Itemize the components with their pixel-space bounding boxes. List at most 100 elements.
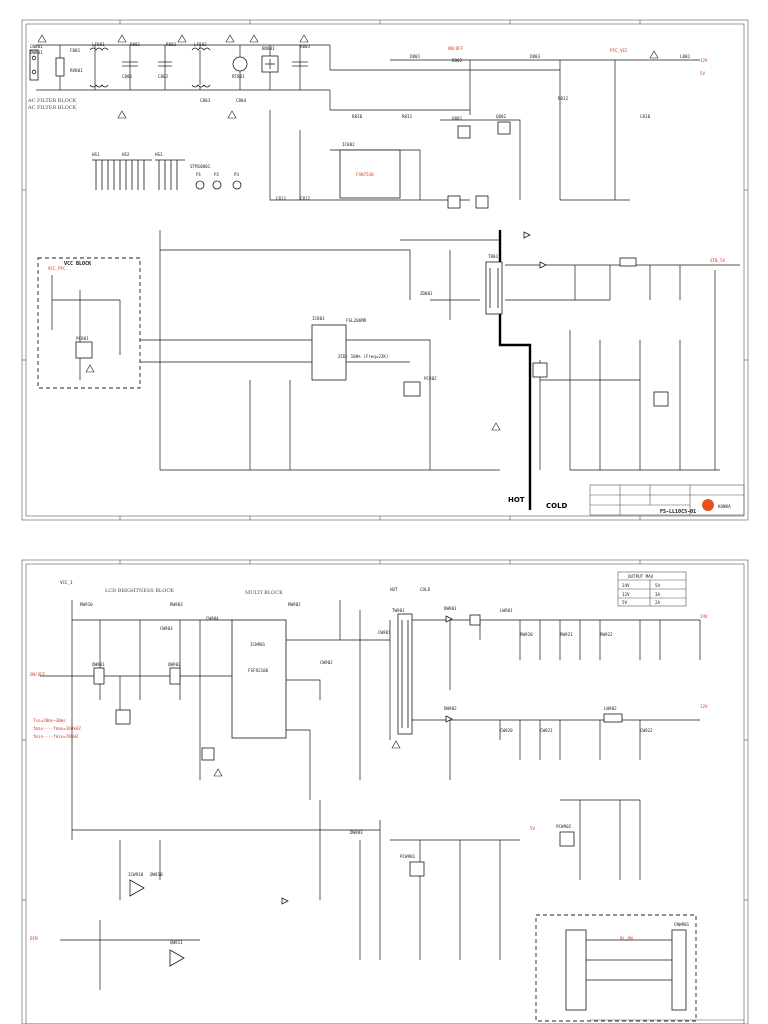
ref-label: TW901	[392, 608, 405, 613]
ref-label: R801	[130, 42, 141, 47]
ac-filter-block-label: AC FILTER BLOCK	[27, 98, 77, 104]
red-net-labels-top: ON/OFF PFC_VCC VCC_PFC STB_5V 12V 5V	[48, 46, 726, 271]
net-label: PFC_VCC	[610, 48, 628, 53]
ref-label: LF802	[194, 42, 207, 47]
secondary-diodes	[523, 231, 637, 269]
red-net-labels-bottom: 24V 12V 5V ON/OFF DIM BL_ON	[30, 614, 708, 941]
vcc-block-label: VCC BLOCK	[64, 261, 91, 267]
main-control-ic: FSL206MR ZCD: 100% (Freq=22K)	[311, 318, 388, 381]
resonant-transformer	[397, 613, 413, 735]
top-frame-ticks	[22, 20, 748, 520]
ref-label: RW902	[288, 602, 301, 607]
timing-notes: Tss=20ms~30ms fmax----fmax=160kHZ fmin--…	[33, 718, 81, 739]
ref-label: IC801	[312, 316, 325, 321]
ref-label: BD801	[262, 46, 275, 51]
ref-label: CW921	[540, 728, 553, 733]
ref-label: CNW901	[674, 922, 690, 927]
ref-label: DW902	[444, 706, 457, 711]
resonant-controller-ic: FSFR2100	[231, 619, 287, 739]
net-label: DIM	[30, 936, 38, 941]
ref-label: CN801	[30, 44, 43, 49]
ref-label: F801	[70, 48, 81, 53]
ref-label: D803	[530, 54, 541, 59]
ref-label: R802	[166, 42, 177, 47]
ref-label: LF801	[92, 42, 105, 47]
ref-label: DW801	[30, 50, 43, 55]
lcd-brightness-block-label: LCD BRIGHTNESS BLOCK	[105, 588, 174, 594]
ref-label: LW901	[500, 608, 513, 613]
timing-note: fmax----fmax=160kHZ	[33, 726, 81, 731]
ref-label: RW922	[600, 632, 613, 637]
hot-label: HOT	[508, 496, 525, 504]
output-row-voltage: 12V	[622, 592, 630, 597]
hot-label-bottom: HOT	[390, 587, 398, 592]
net-label: 5V	[700, 71, 706, 76]
heatsink-icons	[92, 159, 242, 190]
bottom-wiring	[40, 600, 701, 990]
konka-logo-text: KONKA	[718, 504, 731, 509]
component-labels-top: CN801 DW801 F801 RV801 LF801 LF802 C801 …	[30, 42, 691, 381]
ref-label: R811	[402, 114, 413, 119]
ref-label: C804	[236, 98, 247, 103]
ref-label: PCW902	[556, 824, 572, 829]
ref-label: HS1	[92, 152, 100, 157]
net-label: 12V	[700, 704, 708, 709]
ref-label: RW903	[170, 602, 183, 607]
vcc-block: VCC BLOCK	[37, 257, 141, 389]
ref-label: ICW901	[250, 642, 266, 647]
ref-label: RT801	[232, 74, 245, 79]
output-row-current: 2A	[655, 600, 661, 605]
ref-label: CW922	[640, 728, 653, 733]
ref-label: QW901	[92, 662, 105, 667]
top-sheet: AC FILTER BLOCK AC FILTER BLOCK FAN7530 …	[21, 19, 749, 521]
top-sheet-border	[21, 19, 749, 521]
main-transformer	[485, 261, 503, 315]
ref-label: ICW910	[128, 872, 144, 877]
ref-label: T801	[488, 254, 499, 259]
bottom-sheet-border	[21, 559, 749, 1024]
ref-label: PC802	[424, 376, 437, 381]
ref-label: STM10801	[190, 164, 211, 169]
ac-input-connector	[29, 49, 39, 81]
ref-label: C811	[276, 196, 287, 201]
ref-label: CW903	[160, 626, 173, 631]
output-connector-block	[535, 914, 697, 1022]
net-label: 24V	[700, 614, 708, 619]
ref-label: CW920	[500, 728, 513, 733]
ref-label: QW911	[170, 940, 183, 945]
net-label: STB_5V	[710, 258, 726, 263]
net-label: 12V	[700, 58, 708, 63]
ref-label: CW904	[206, 616, 219, 621]
optocouplers-top	[403, 362, 669, 407]
ref-label: C810	[640, 114, 651, 119]
ref-label: ZD801	[420, 291, 433, 296]
net-label: BL_ON	[620, 936, 633, 941]
warning-triangles-bottom	[213, 740, 401, 777]
resonant-ic-label: FSFR2100	[248, 668, 269, 673]
bottom-sheet: LCD BRIGHTNESS BLOCK MULTI BLOCK HOT COL…	[21, 559, 749, 1024]
title-block-code: FS-LL10C5-01	[660, 509, 696, 515]
ref-label: Q802	[496, 114, 507, 119]
timing-note: fmin----fmin=70kHZ	[33, 734, 79, 739]
ref-label: P3	[234, 172, 240, 177]
net-label: ON/OFF	[30, 672, 46, 677]
bottom-frame-ticks	[22, 560, 748, 901]
component-labels-bottom: VCC_1 RW910 RW903 RW902 CW903 CW904 QW90…	[60, 580, 690, 945]
ref-label: PC801	[76, 336, 89, 341]
cold-label-bottom: COLD	[420, 587, 431, 592]
primary-wiring	[140, 230, 501, 471]
output-row-voltage: 5V	[622, 600, 628, 605]
ref-label: RW910	[80, 602, 93, 607]
ref-label: QW910	[150, 872, 163, 877]
ref-label: DW903	[350, 830, 363, 835]
hot-cold-barrier	[498, 230, 532, 510]
timing-note: Tss=20ms~30ms	[33, 718, 66, 723]
warning-triangles-top	[37, 34, 659, 431]
ref-label: C803	[200, 98, 211, 103]
output-max-title: OUTPUT MAX	[628, 574, 654, 579]
pfc-switch-transistors	[447, 121, 511, 209]
cold-label: COLD	[546, 502, 568, 510]
konka-logo-icon	[702, 499, 714, 511]
output-row-current: 3A	[655, 592, 661, 597]
